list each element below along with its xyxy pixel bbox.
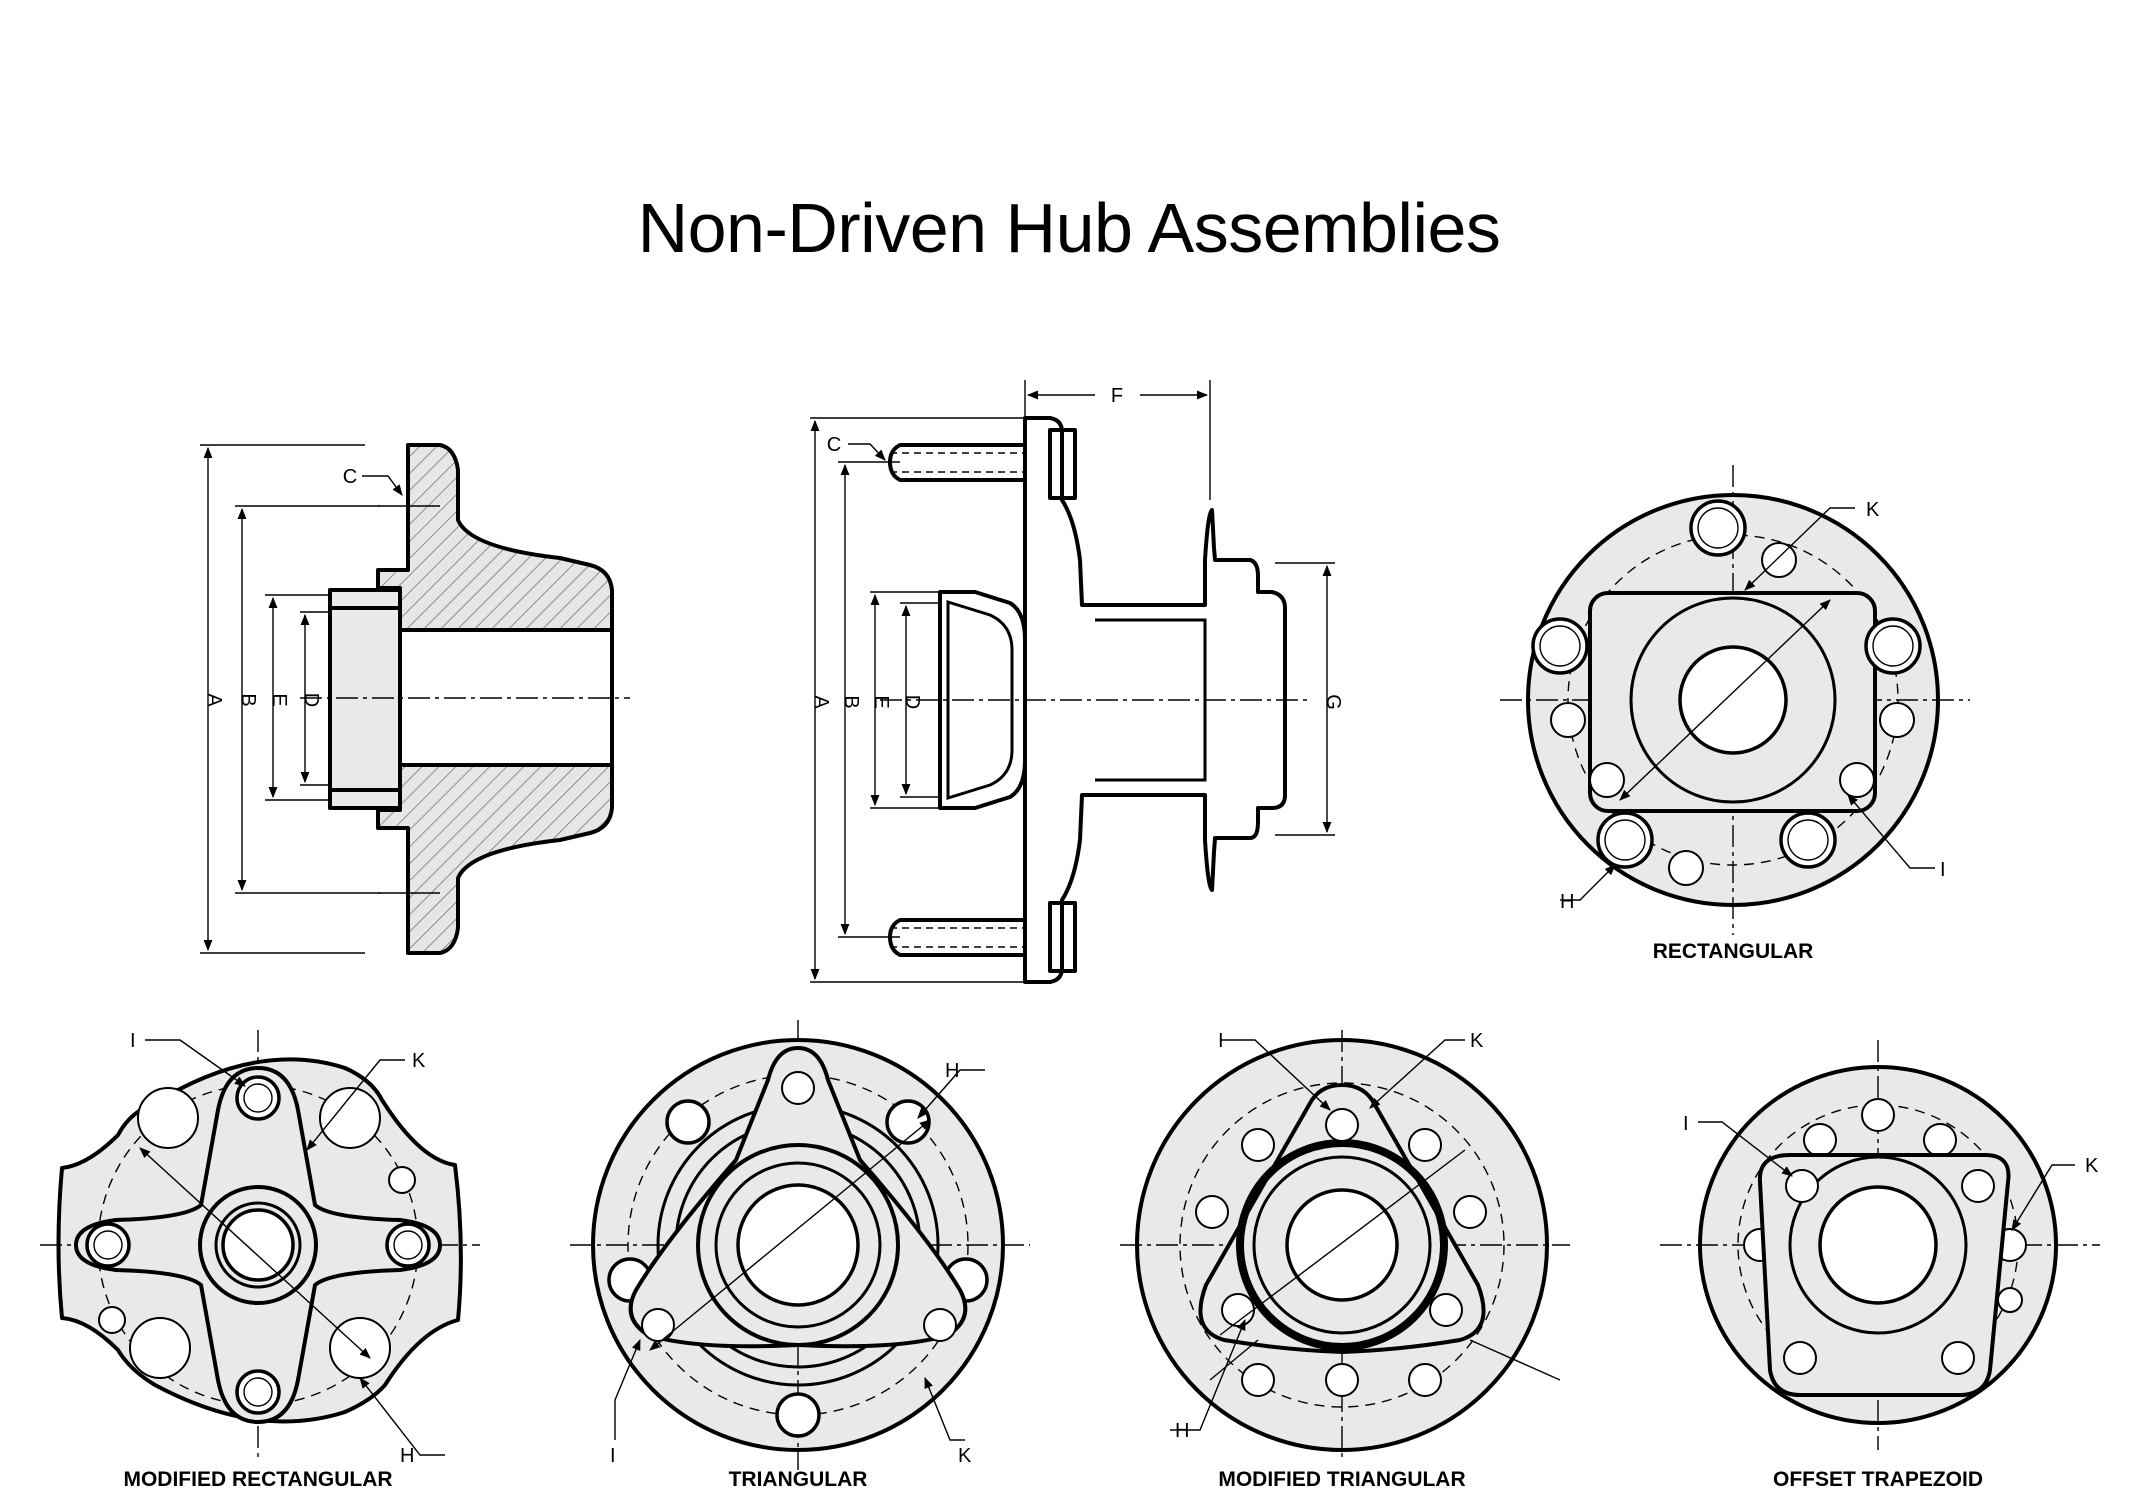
caption-triangular: TRIANGULAR [729,1468,868,1491]
label-i: I [1683,1113,1689,1135]
label-h: H [945,1060,959,1082]
label-d: D [300,693,322,707]
side-view-sectioned-hub: C A B E D [200,443,630,955]
label-k: K [1866,499,1880,521]
label-h: H [1560,891,1574,913]
label-b: B [840,695,862,708]
caption-modified-rectangular: MODIFIED RECTANGULAR [123,1468,392,1491]
view-offset-trapezoid: I K OFFSET TRAPEZOID [1660,1040,2100,1491]
label-b: B [237,693,259,706]
view-modified-triangular: I K H MODIFIED TRIANGULAR [1120,1030,1570,1491]
label-i: I [1218,1030,1224,1052]
label-c: C [827,434,841,456]
page-title: Non-Driven Hub Assemblies [637,189,1501,267]
side-view-stud-hub: C F G A B E D [810,380,1344,984]
label-a: A [810,695,832,709]
label-i: I [1940,859,1946,881]
label-g: G [1322,694,1344,710]
label-k: K [1470,1030,1484,1052]
label-h: H [1175,1420,1189,1442]
view-modified-rectangular: I K H MODIFIED RECTANGULAR [40,1030,480,1491]
label-c: C [343,466,357,488]
label-k: K [412,1050,426,1072]
view-rectangular: K H I RECTANGULAR [1500,465,1970,963]
caption-rectangular: RECTANGULAR [1653,940,1814,963]
caption-modified-triangular: MODIFIED TRIANGULAR [1218,1468,1465,1491]
label-i: I [130,1030,136,1052]
label-a: A [203,693,225,707]
view-triangular: H I K TRIANGULAR [570,1020,1030,1491]
label-h: H [400,1445,414,1467]
label-d: D [901,695,923,709]
label-e: E [870,695,892,708]
label-e: E [268,693,290,706]
label-i: I [610,1445,616,1467]
label-k: K [958,1445,972,1467]
label-k: K [2085,1155,2099,1177]
caption-offset-trapezoid: OFFSET TRAPEZOID [1773,1468,1983,1491]
label-f: F [1111,385,1123,407]
